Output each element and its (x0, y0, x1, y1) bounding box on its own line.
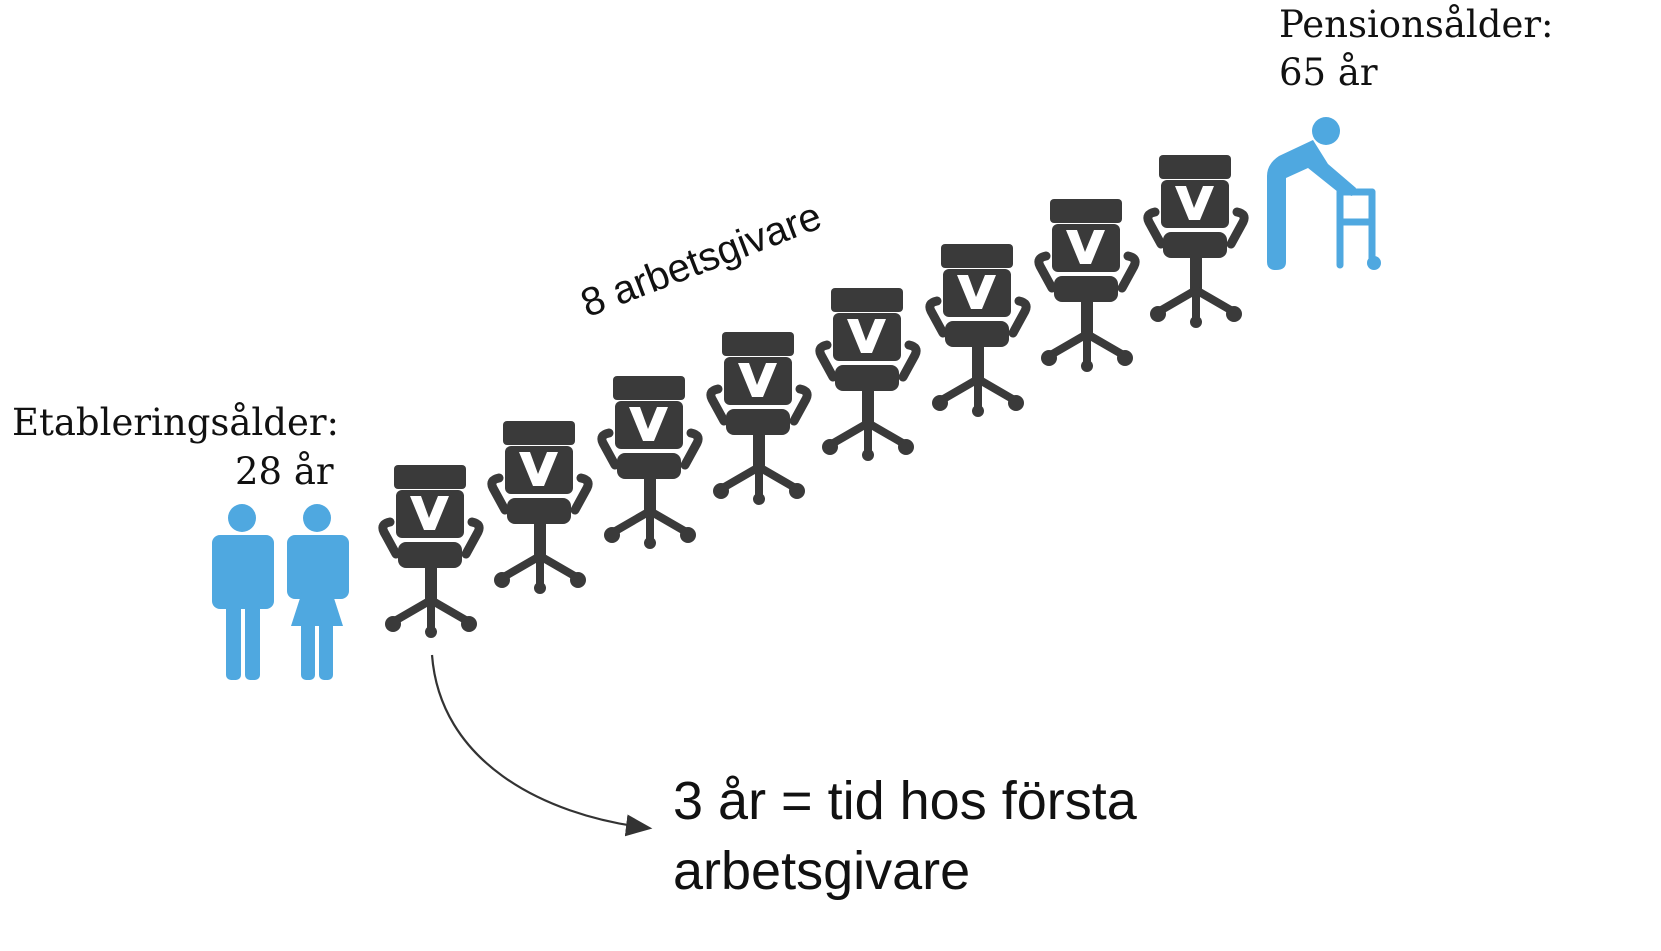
caption-line-2: arbetsgivare (673, 841, 971, 902)
young-couple-icon (212, 504, 349, 680)
elderly-walker-icon (1267, 117, 1381, 270)
office-chair-icon (813, 285, 923, 465)
retirement-age-label: Pensionsålder: (1279, 3, 1554, 46)
office-chair-icon (376, 462, 486, 642)
office-chair-icon (1032, 196, 1142, 376)
office-chair-icon (595, 373, 705, 553)
caption-line-1: 3 år = tid hos första (673, 771, 1137, 831)
office-chair-icon (704, 329, 814, 509)
start-age-label: Etableringsålder: (12, 401, 340, 444)
office-chair-icon (923, 241, 1033, 421)
office-chair-icon (1141, 152, 1251, 332)
caption: 3 år = tid hos första arbetsgivare (673, 766, 1137, 906)
retirement-age-value: 65 år (1279, 51, 1378, 94)
start-age-value: 28 år (235, 450, 334, 493)
curved-arrow (430, 654, 653, 837)
man-icon (212, 504, 274, 680)
office-chair-icon (485, 418, 595, 598)
woman-icon (287, 504, 349, 680)
